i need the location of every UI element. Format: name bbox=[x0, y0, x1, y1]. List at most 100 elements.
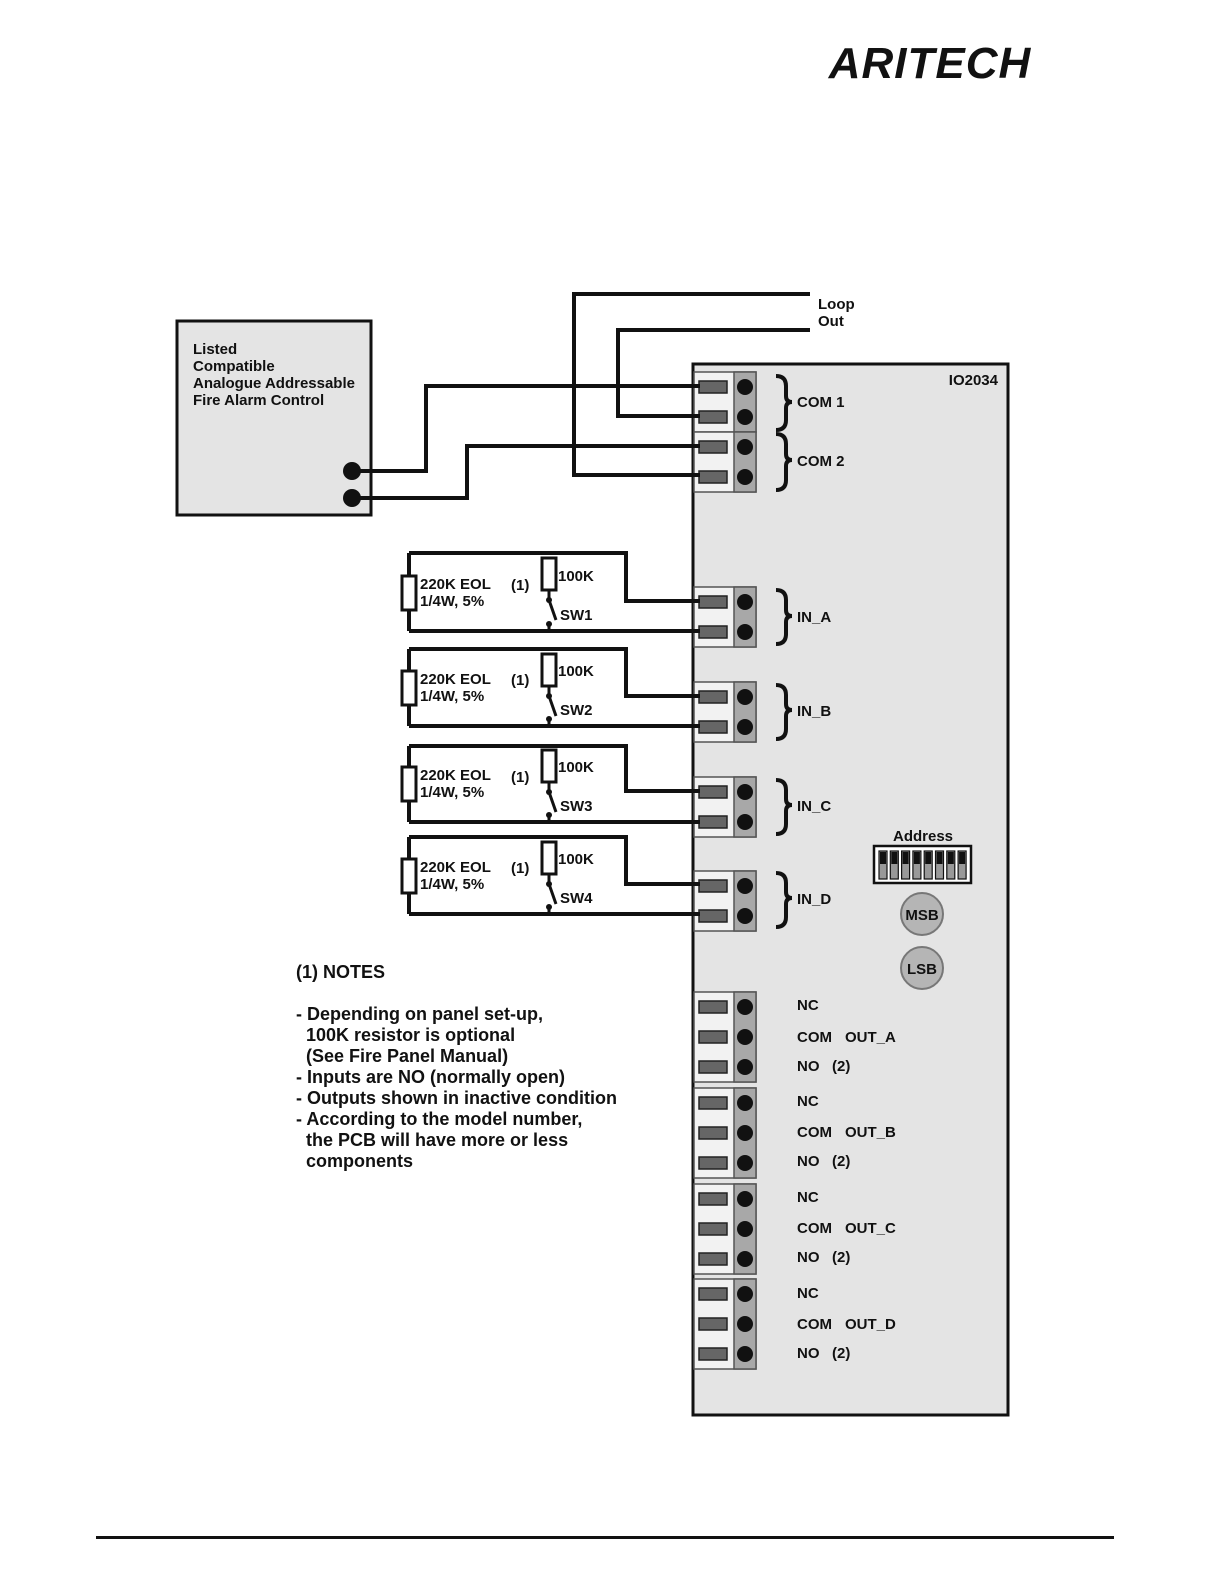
in-a-label: IN_A bbox=[797, 609, 831, 626]
terminal-slot bbox=[698, 1192, 728, 1206]
switch-label-4: SW4 bbox=[560, 890, 593, 907]
loop-wiring bbox=[352, 292, 810, 500]
terminal-blocks bbox=[693, 371, 757, 1370]
note-marker-2: (1) bbox=[511, 672, 529, 689]
dip-switch-knob bbox=[936, 852, 943, 864]
switch-label-3: SW3 bbox=[560, 798, 593, 815]
resistor-label-2: 100K bbox=[558, 663, 594, 680]
address-dip-switch[interactable] bbox=[872, 844, 973, 885]
dip-switch-frame bbox=[872, 844, 973, 885]
out-b-no-label: NO bbox=[797, 1153, 820, 1170]
notes-line-3: (See Fire Panel Manual) bbox=[296, 1046, 508, 1066]
out-c-name: OUT_C bbox=[845, 1220, 896, 1237]
terminal-screw-icon bbox=[737, 908, 753, 924]
terminal-screw-icon bbox=[737, 1251, 753, 1267]
input-circuit-2 bbox=[400, 647, 700, 728]
lsb-rotary-switch[interactable] bbox=[900, 946, 944, 990]
out-label: Out bbox=[818, 313, 844, 330]
fire-alarm-control-box bbox=[175, 319, 373, 517]
address-label: Address bbox=[893, 828, 953, 845]
out-b-name: OUT_B bbox=[845, 1124, 896, 1141]
terminal-slot bbox=[698, 1287, 728, 1301]
in-b-brace bbox=[775, 683, 793, 741]
switch-1-icon bbox=[547, 599, 558, 621]
out-d-note: (2) bbox=[832, 1345, 850, 1362]
in-c-label: IN_C bbox=[797, 798, 831, 815]
out-b-note: (2) bbox=[832, 1153, 850, 1170]
com-2-brace bbox=[775, 432, 793, 492]
terminal-slot bbox=[698, 440, 728, 454]
terminal-screw-icon bbox=[737, 409, 753, 425]
dip-switch-lever[interactable] bbox=[923, 850, 933, 880]
terminal-slot bbox=[698, 720, 728, 734]
note-marker-1: (1) bbox=[511, 577, 529, 594]
out-c-no-label: NO bbox=[797, 1249, 820, 1266]
out-a-com-label: COM bbox=[797, 1029, 832, 1046]
panel-label-line-3: Analogue Addressable bbox=[193, 375, 355, 392]
terminal-screw-icon bbox=[737, 379, 753, 395]
resistor-100k-2 bbox=[540, 652, 558, 688]
terminal-slot bbox=[698, 1096, 728, 1110]
out-a-no-label: NO bbox=[797, 1058, 820, 1075]
eol-label-1: 220K EOL bbox=[420, 576, 491, 593]
out-a-note: (2) bbox=[832, 1058, 850, 1075]
dip-switch-lever[interactable] bbox=[878, 850, 888, 880]
terminal-slot bbox=[698, 1347, 728, 1361]
eol-resistor-1 bbox=[400, 574, 418, 612]
dip-switch-knob bbox=[891, 852, 898, 864]
resistor-label-1: 100K bbox=[558, 568, 594, 585]
terminal-slot bbox=[698, 1317, 728, 1331]
dip-switch-lever[interactable] bbox=[934, 850, 945, 880]
terminal-slot bbox=[698, 1156, 728, 1170]
terminal-slot bbox=[698, 690, 728, 704]
notes-line-2: 100K resistor is optional bbox=[296, 1025, 515, 1045]
terminal-screw-icon bbox=[737, 1095, 753, 1111]
com-1-brace bbox=[775, 374, 793, 432]
lsb-label: LSB bbox=[907, 961, 937, 978]
dip-switch-lever[interactable] bbox=[900, 850, 911, 880]
eol-label-4: 220K EOL bbox=[420, 859, 491, 876]
terminal-screw-icon bbox=[737, 719, 753, 735]
dip-switch-knob bbox=[913, 852, 920, 864]
terminal-slot bbox=[698, 1222, 728, 1236]
switch-4-icon bbox=[547, 883, 558, 905]
in-b-label: IN_B bbox=[797, 703, 831, 720]
eol-resistor-4 bbox=[400, 857, 418, 895]
terminal-screw-icon bbox=[737, 1191, 753, 1207]
com-1-label: COM 1 bbox=[797, 394, 845, 411]
out-d-com-label: COM bbox=[797, 1316, 832, 1333]
terminal-screw-icon bbox=[737, 1286, 753, 1302]
terminal-slot bbox=[698, 879, 728, 893]
dip-switch-lever[interactable] bbox=[957, 850, 967, 880]
notes-line-5: - Outputs shown in inactive condition bbox=[296, 1088, 617, 1108]
eol-label-2: 220K EOL bbox=[420, 671, 491, 688]
notes-line-8: components bbox=[296, 1151, 413, 1171]
terminal-slot bbox=[698, 1060, 728, 1074]
terminal-screw-icon bbox=[737, 594, 753, 610]
eol-rating-2: 1/4W, 5% bbox=[420, 688, 484, 705]
terminal-screw-icon bbox=[737, 784, 753, 800]
resistor-100k-3 bbox=[540, 748, 558, 784]
dip-switch-knob bbox=[959, 852, 966, 864]
dip-switch-knob bbox=[947, 852, 954, 864]
eol-resistor-3 bbox=[400, 765, 418, 803]
terminal-slot bbox=[698, 410, 728, 424]
in-d-brace bbox=[775, 871, 793, 929]
com-2-label: COM 2 bbox=[797, 453, 845, 470]
out-d-name: OUT_D bbox=[845, 1316, 896, 1333]
resistor-label-4: 100K bbox=[558, 851, 594, 868]
terminal-screw-icon bbox=[737, 689, 753, 705]
in-a-brace bbox=[775, 588, 793, 646]
dip-switch-lever[interactable] bbox=[946, 850, 956, 880]
notes-title: (1) NOTES bbox=[296, 962, 385, 982]
out-d-nc-label: NC bbox=[797, 1285, 819, 1302]
notes-line-4: - Inputs are NO (normally open) bbox=[296, 1067, 565, 1087]
msb-rotary-switch[interactable] bbox=[900, 892, 944, 936]
dip-switch-lever[interactable] bbox=[912, 850, 922, 880]
dip-switch-lever[interactable] bbox=[889, 850, 899, 880]
terminal-slot bbox=[698, 470, 728, 484]
loop-label: Loop bbox=[818, 296, 855, 313]
terminal-slot bbox=[698, 815, 728, 829]
out-c-com-label: COM bbox=[797, 1220, 832, 1237]
